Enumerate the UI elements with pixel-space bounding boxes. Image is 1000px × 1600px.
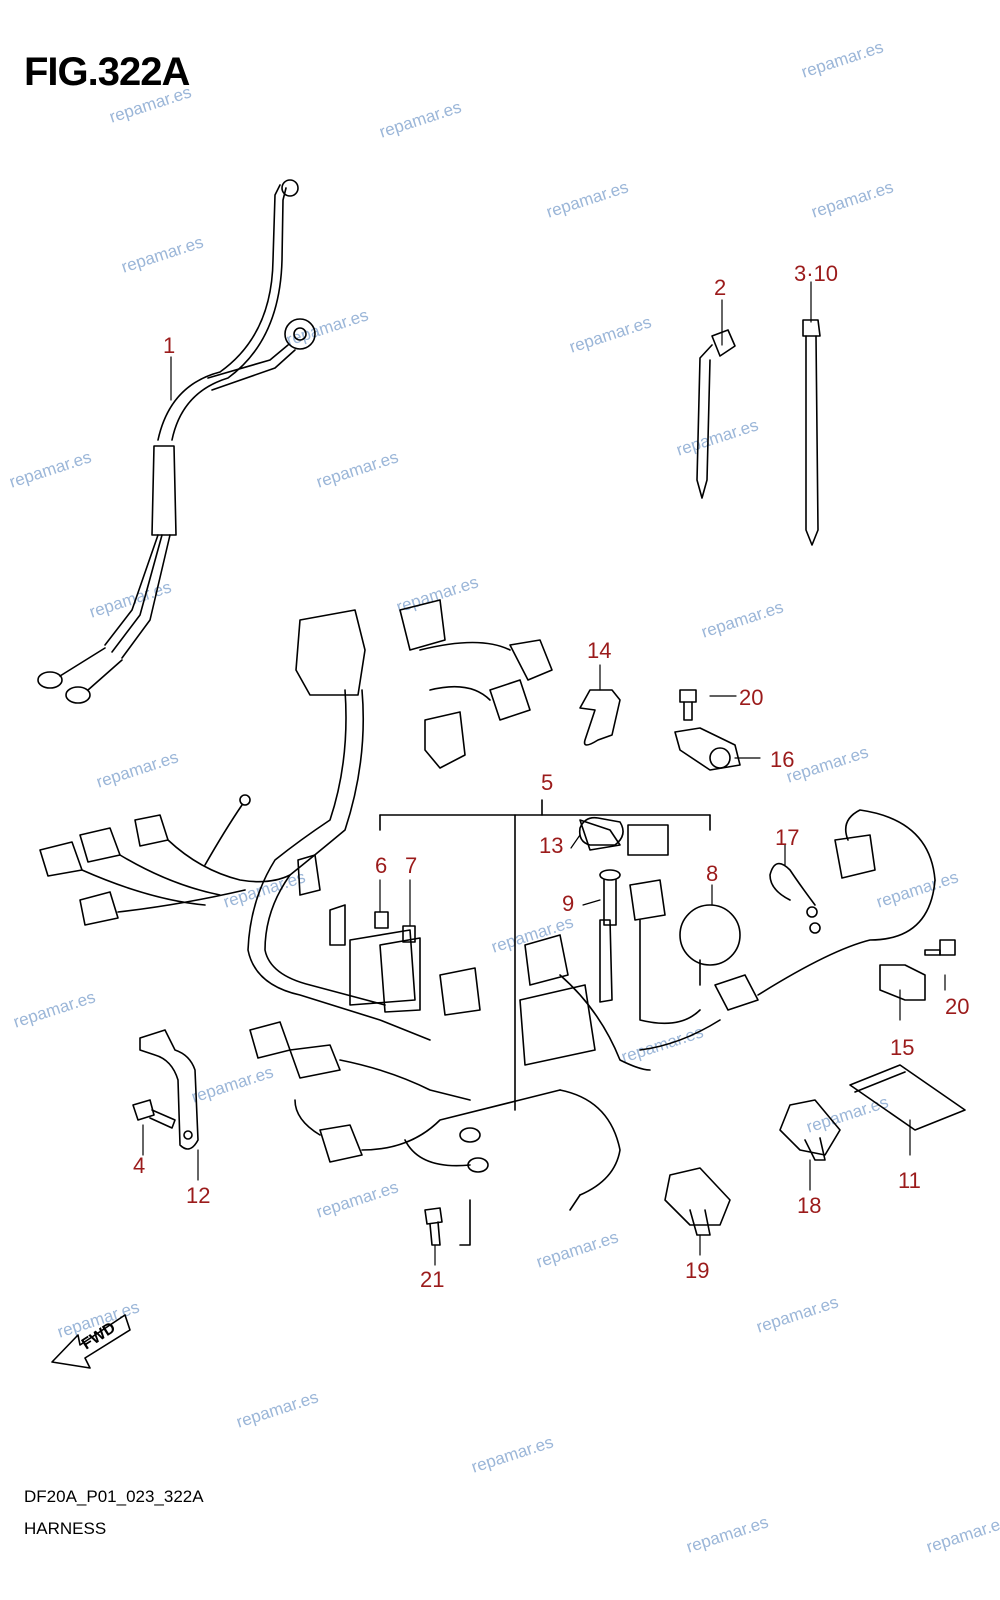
callout-13: 13 (539, 833, 564, 858)
callout-20-right: 20 (945, 994, 970, 1019)
fwd-arrow-icon (51, 1314, 131, 1369)
diagram-code: DF20A_P01_023_322A (24, 1487, 204, 1506)
clamp-16-part (674, 727, 741, 771)
callout-18: 18 (797, 1193, 822, 1218)
callout-7: 7 (405, 853, 418, 878)
bolt-20-top-part (679, 689, 697, 721)
fwd-label: FWD (79, 1319, 119, 1353)
callout-17: 17 (775, 825, 800, 850)
callout-11: 11 (898, 1168, 921, 1193)
callout-1: 1 (163, 333, 176, 358)
harness-box-outline (379, 799, 711, 1111)
callout-15: 15 (890, 1035, 915, 1060)
callout-8: 8 (706, 861, 719, 886)
callout-12: 12 (186, 1183, 211, 1208)
strap-17-part (769, 862, 821, 934)
cable-tie-mount-part (696, 329, 736, 499)
clip-18-part (779, 1099, 841, 1161)
diagram-name: HARNESS (24, 1519, 107, 1538)
callout-5: 5 (541, 770, 554, 795)
fuse-parts (374, 911, 416, 943)
callout-19: 19 (685, 1258, 710, 1283)
callout-6: 6 (375, 853, 388, 878)
cable-tie-part (802, 319, 821, 546)
bracket-14-part (579, 689, 621, 746)
callout-4: 4 (133, 1153, 146, 1178)
battery-cable-part (37, 179, 316, 704)
relay-cap-part (578, 816, 624, 846)
callout-14: 14 (587, 638, 612, 663)
bracket-12-part (139, 1029, 199, 1150)
sheet-11-part (849, 1064, 966, 1131)
sensor-plug-part (599, 869, 621, 926)
figure-title: FIG.322A (24, 50, 190, 94)
callout-16: 16 (770, 747, 795, 772)
callout-9: 9 (562, 891, 575, 916)
clip-19-part (664, 1167, 731, 1236)
main-wire-harness (39, 599, 936, 1211)
callout-20-top: 20 (739, 685, 764, 710)
bolt-4-part (132, 1099, 176, 1129)
leader-lines (142, 281, 946, 1266)
callout-3-10: 3·10 (794, 261, 839, 286)
bolt-21-part (424, 1199, 471, 1246)
bracket-15-part (879, 964, 926, 1001)
bolt-20-right-part (924, 939, 956, 956)
callout-21: 21 (420, 1267, 445, 1292)
callout-2: 2 (714, 275, 727, 300)
